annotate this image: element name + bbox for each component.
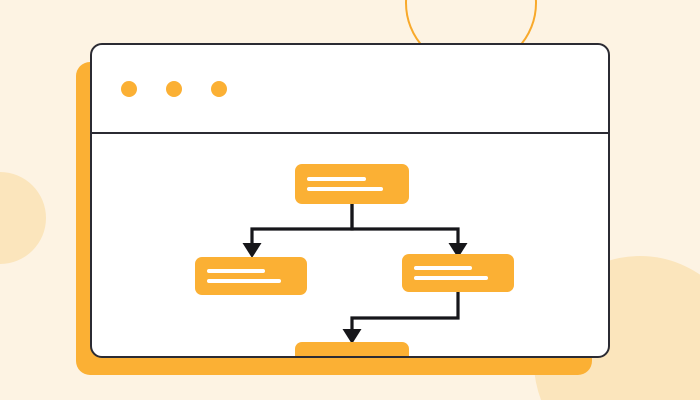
flow-node-left-text-line-1 <box>207 269 266 273</box>
browser-content-area <box>92 134 608 356</box>
flow-node-right-text-line-2 <box>414 276 488 280</box>
flow-node-root-text-line-1 <box>307 177 367 181</box>
window-dot-maximize-icon[interactable] <box>211 80 227 97</box>
browser-titlebar <box>92 45 608 134</box>
edge-right-to-bottom <box>350 292 460 332</box>
flow-node-left[interactable] <box>195 257 307 295</box>
window-dot-close-icon[interactable] <box>121 80 137 97</box>
flow-node-left-text-line-2 <box>207 279 281 283</box>
flow-node-bottom[interactable] <box>295 342 409 356</box>
arrowhead-left <box>242 243 262 258</box>
flow-node-root[interactable] <box>295 164 409 204</box>
browser-window <box>90 43 610 358</box>
window-dot-minimize-icon[interactable] <box>166 80 182 97</box>
flow-node-root-text-line-2 <box>307 187 383 191</box>
flowchart-diagram <box>92 134 607 356</box>
edge-root-to-right <box>350 204 460 246</box>
flow-node-right-text-line-1 <box>414 266 473 270</box>
flow-node-right[interactable] <box>402 254 514 292</box>
edge-root-to-left <box>250 204 354 246</box>
decorative-circle-left <box>0 172 46 264</box>
window-controls <box>121 80 227 97</box>
